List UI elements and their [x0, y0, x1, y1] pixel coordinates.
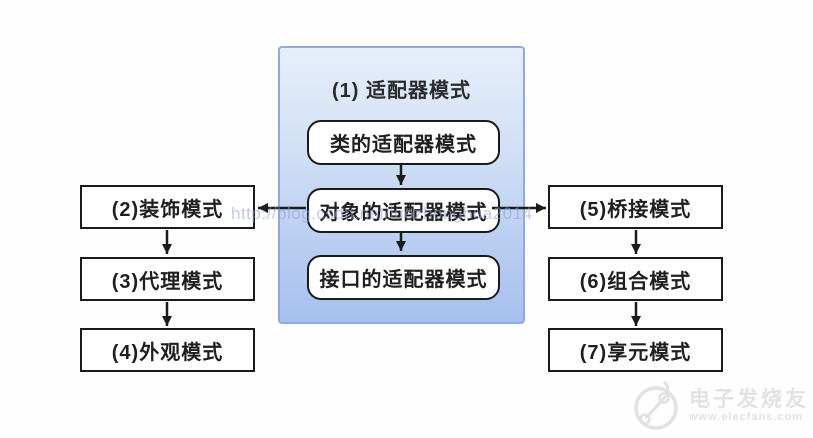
- node-facade-pattern: (4)外观模式: [80, 328, 255, 372]
- node-proxy-pattern: (3)代理模式: [80, 257, 255, 301]
- node-decorator-pattern: (2)装饰模式: [80, 185, 255, 229]
- node-label: (7)享元模式: [579, 341, 692, 364]
- elecfans-watermark: 电子发烧友 www.elecfans.com: [633, 380, 809, 432]
- node-class-adapter: 类的适配器模式: [307, 120, 500, 165]
- node-label: 对象的适配器模式: [319, 202, 488, 224]
- node-composite-pattern: (6)组合模式: [548, 257, 723, 301]
- elecfans-logo-name: 电子发烧友: [689, 387, 809, 411]
- node-bridge-pattern: (5)桥接模式: [548, 185, 723, 229]
- node-label: (4)外观模式: [111, 341, 224, 364]
- node-interface-adapter: 接口的适配器模式: [307, 255, 500, 300]
- elecfans-logo-icon: [634, 380, 678, 430]
- panel-title: (1) 适配器模式: [332, 80, 471, 102]
- node-label: 接口的适配器模式: [319, 269, 488, 291]
- node-label: (2)装饰模式: [111, 198, 224, 221]
- node-flyweight-pattern: (7)享元模式: [548, 328, 723, 372]
- node-object-adapter: 对象的适配器模式: [307, 188, 500, 233]
- adapter-pattern-panel: (1) 适配器模式 类的适配器模式 对象的适配器模式 接口的适配器模式: [278, 46, 525, 324]
- elecfans-logo-url: www.elecfans.com: [689, 410, 804, 423]
- node-label: (6)组合模式: [579, 270, 692, 293]
- node-label: (3)代理模式: [111, 270, 224, 293]
- node-label: (5)桥接模式: [579, 198, 692, 221]
- node-label: 类的适配器模式: [330, 134, 477, 156]
